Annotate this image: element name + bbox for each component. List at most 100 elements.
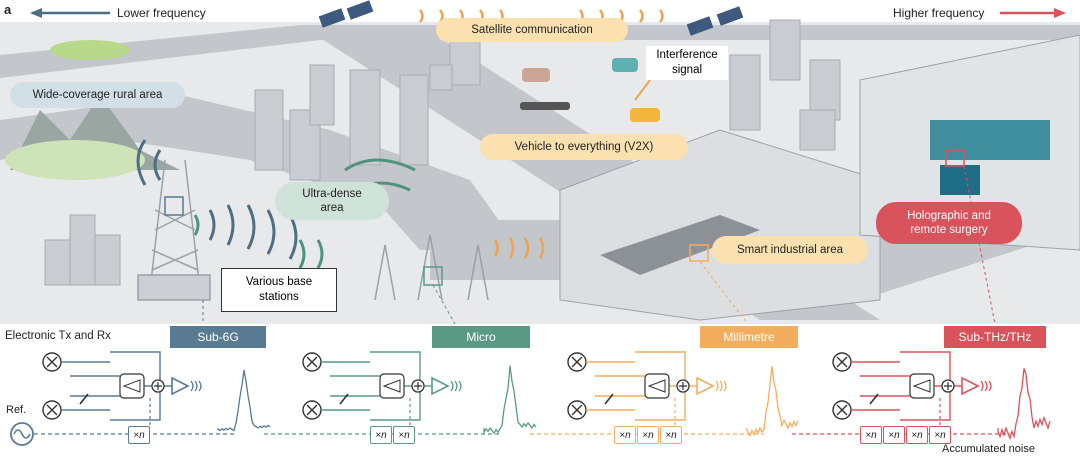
amplifier-icon — [961, 376, 980, 396]
reference-label: Ref. — [6, 404, 27, 416]
splitter-icon — [379, 373, 405, 399]
signal-path — [635, 351, 686, 380]
antenna-wave-icon — [715, 380, 719, 392]
antenna-wave-icon — [194, 380, 198, 392]
satellite-right — [686, 6, 744, 36]
road-bottom — [430, 220, 560, 280]
summer-plus-icon — [944, 382, 952, 390]
sine-wave-icon — [13, 429, 31, 439]
splitter-icon — [119, 373, 145, 399]
rural-area-label: Wide-coverage rural area — [10, 82, 185, 108]
summer-plus-icon — [154, 382, 162, 390]
spectrum-peak — [483, 365, 537, 435]
surgery-bed — [930, 120, 1050, 160]
mixer-cross-icon — [306, 356, 318, 368]
splitter-icon — [644, 373, 670, 399]
cell-tower — [137, 159, 211, 301]
signal-path — [110, 392, 161, 421]
spectrum-peak — [997, 368, 1051, 441]
mixer-cross-icon — [571, 356, 583, 368]
antenna-wave-icon — [723, 380, 727, 392]
splitter-triangle-icon — [912, 379, 931, 393]
band-micro: Micro — [432, 326, 530, 348]
city-buildings — [44, 19, 841, 286]
higher-frequency-arrowhead — [1054, 8, 1066, 18]
frequency-multiplier-box: ×n — [660, 426, 682, 444]
interference-signal-label: Interference signal — [646, 46, 728, 80]
focus-box-mm — [689, 244, 709, 262]
conveyor — [600, 215, 760, 275]
amplifier-icon — [431, 376, 450, 396]
antenna-wave-icon — [458, 380, 462, 392]
mixer-cross-icon — [46, 356, 58, 368]
antenna-wave-icon — [980, 380, 984, 392]
road-rural — [0, 95, 520, 250]
phase-shifter-icon — [79, 393, 89, 405]
car-2 — [612, 58, 638, 72]
amplifier-icon — [171, 376, 190, 396]
antenna-wave-icon — [719, 380, 723, 392]
connector-mm — [699, 261, 749, 325]
signal-path — [110, 351, 161, 380]
frequency-multiplier-box: ×n — [883, 426, 905, 444]
signal-path — [900, 351, 951, 380]
frequency-multiplier-box: ×n — [614, 426, 636, 444]
rural-field — [5, 140, 145, 180]
summer-plus-icon — [679, 382, 687, 390]
surgery-robot-base — [940, 165, 980, 195]
antenna-wave-icon — [190, 380, 194, 392]
ultra-dense-area-label: Ultra-dense area — [275, 182, 389, 220]
signal-path — [370, 351, 421, 380]
signal-path — [370, 392, 421, 421]
accumulated-noise-label: Accumulated noise — [942, 443, 1035, 455]
antenna-wave-icon — [454, 380, 458, 392]
frequency-multiplier-box: ×n — [906, 426, 928, 444]
holographic-surgery-label: Holographic and remote surgery — [876, 202, 1022, 244]
phase-shifter-icon — [604, 393, 614, 405]
band-sub-thz: Sub-THz/THz — [944, 326, 1046, 348]
higher-frequency-label: Higher frequency — [893, 6, 985, 20]
road-top — [0, 25, 1080, 78]
mixer-cross-icon — [836, 356, 848, 368]
mixer-cross-icon — [836, 404, 848, 416]
reference-oscillator-icon — [10, 422, 34, 446]
phase-shifter-icon — [339, 393, 349, 405]
lower-frequency-arrowhead — [30, 8, 42, 18]
spectrum-peak — [217, 369, 271, 432]
band-sub6g: Sub-6G — [170, 326, 266, 348]
signal-path — [635, 392, 686, 421]
antenna-wave-icon — [988, 380, 992, 392]
mixer-cross-icon — [46, 404, 58, 416]
amplifier-icon — [696, 376, 715, 396]
frequency-multiplier-box: ×n — [370, 426, 392, 444]
mixer-cross-icon — [571, 404, 583, 416]
antenna-wave-icon — [450, 380, 454, 392]
car-1 — [522, 68, 550, 82]
tx-rx-label: Electronic Tx and Rx — [5, 330, 111, 342]
island — [50, 40, 130, 60]
lower-frequency-label: Lower frequency — [117, 6, 206, 20]
frequency-multiplier-box: ×n — [929, 426, 951, 444]
summer-plus-icon — [414, 382, 422, 390]
antenna-wave-icon — [198, 380, 202, 392]
phase-shifter-icon — [869, 393, 879, 405]
frequency-multiplier-box: ×n — [393, 426, 415, 444]
antenna-wave-icon — [984, 380, 988, 392]
drone — [520, 102, 570, 110]
v2x-label: Vehicle to everything (V2X) — [480, 134, 688, 160]
connector-micro — [432, 284, 456, 325]
car-3 — [630, 108, 660, 122]
frequency-multiplier-box: ×n — [860, 426, 882, 444]
signal-path — [900, 392, 951, 421]
frequency-multiplier-box: ×n — [128, 426, 150, 444]
various-base-stations-label: Various base stations — [221, 268, 337, 312]
focus-box-surgery — [945, 149, 965, 167]
splitter-icon — [909, 373, 935, 399]
spectrum-peak — [745, 366, 799, 438]
splitter-triangle-icon — [122, 379, 141, 393]
satellite-communication-label: Satellite communication — [436, 18, 628, 42]
smart-industrial-label: Smart industrial area — [712, 236, 868, 264]
focus-box-sub6g — [164, 196, 184, 216]
